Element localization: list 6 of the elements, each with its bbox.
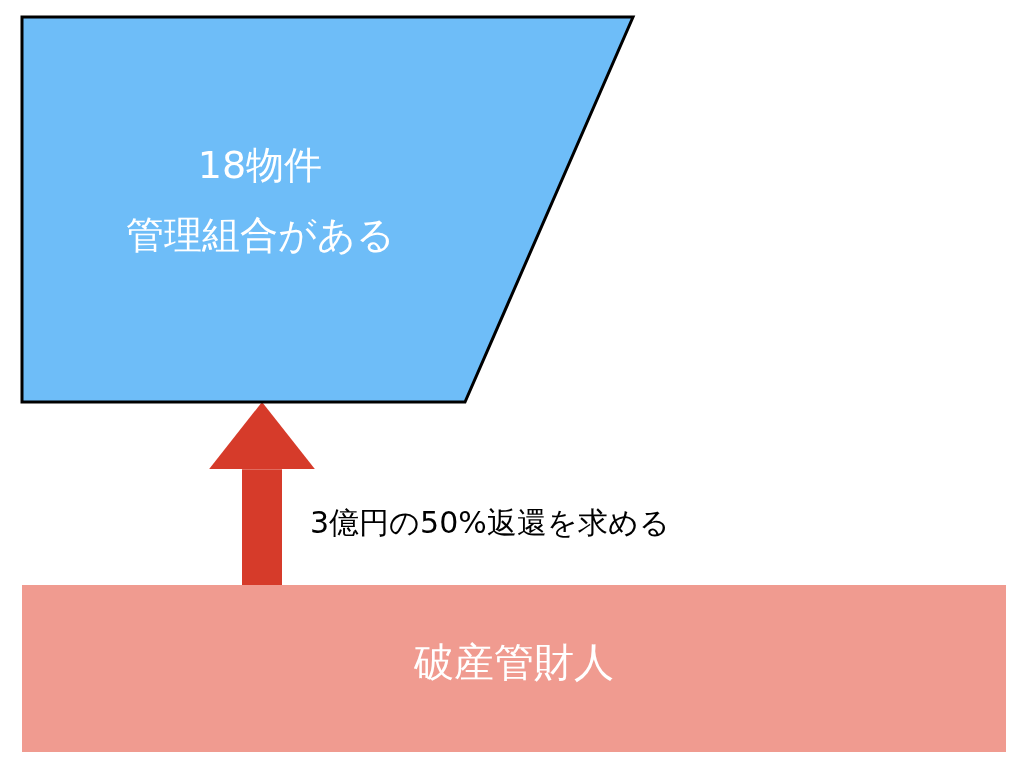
- band-box: [22, 585, 1006, 752]
- block-arrow: [209, 402, 315, 585]
- node-text: 18物件: [197, 141, 323, 189]
- node-text: 破産管財人: [414, 637, 614, 687]
- trapezoid-box: [20, 15, 636, 404]
- node-text: 管理組合がある: [125, 211, 395, 259]
